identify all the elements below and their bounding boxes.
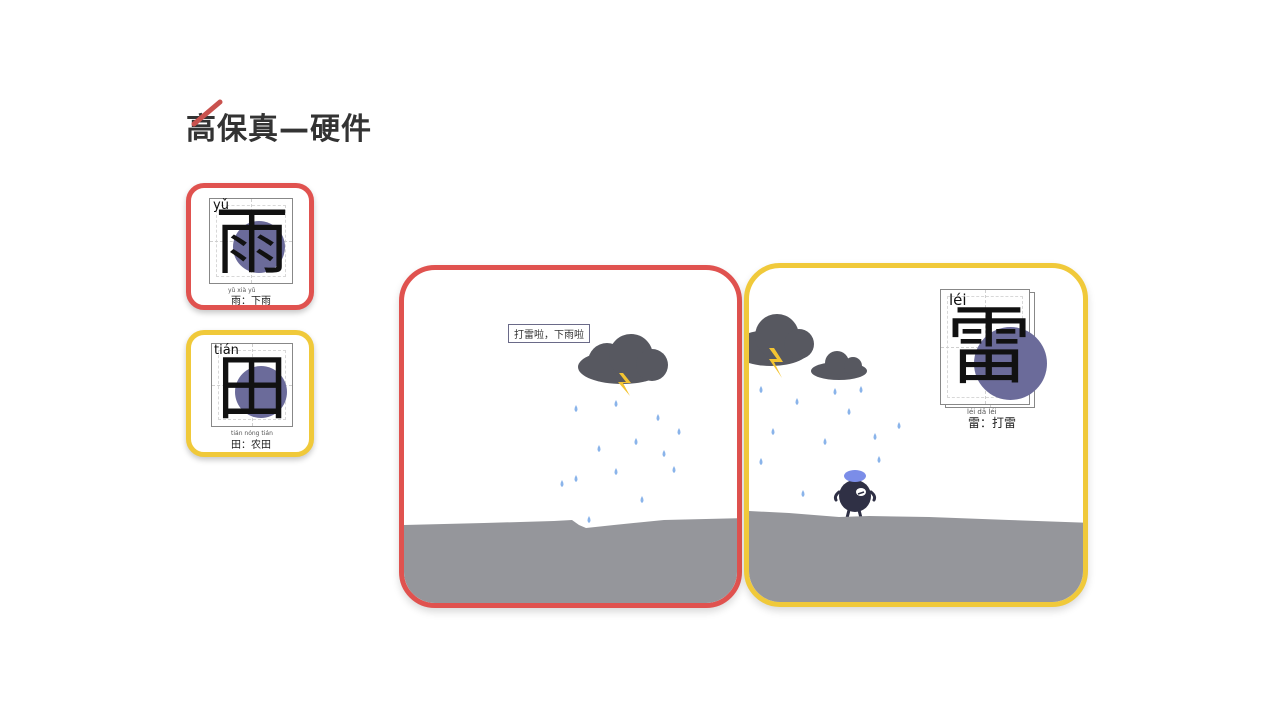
character-glyph: 雨	[215, 199, 289, 285]
word-pinyin: yǔ xià yǔ	[228, 287, 256, 294]
pen-stroke-icon	[191, 99, 223, 127]
scene-frame-thunder[interactable]	[744, 263, 1088, 607]
word-pinyin: tián nóng tián	[231, 430, 273, 437]
character-pinyin: tián	[214, 343, 239, 358]
word-pinyin: léi dǎ léi	[967, 408, 997, 416]
tianzige-grid: 田 tián	[211, 343, 293, 427]
lightning-icon	[769, 348, 783, 378]
character-pinyin: léi	[949, 291, 967, 309]
character-pinyin: yǔ	[213, 198, 229, 213]
highlight-circle	[235, 366, 287, 418]
highlight-circle	[974, 327, 1047, 400]
character-card-yu[interactable]: 雨 yǔ yǔ xià yǔ 雨：下雨	[186, 183, 314, 310]
page-title: 高保真—硬件	[186, 112, 372, 147]
lightning-icon	[618, 373, 631, 396]
scene-frame-rain[interactable]: 打雷啦，下雨啦	[399, 265, 742, 608]
character-card-lei-content: 雷 léi	[940, 289, 1047, 405]
ground	[749, 511, 1083, 602]
rain-scene-illustration	[404, 334, 737, 603]
word-example: 田：农田	[231, 440, 271, 451]
thunder-scene-illustration	[749, 314, 1083, 602]
tianzige-grid: 雨 yǔ	[209, 198, 293, 284]
rain-drop-icon	[560, 400, 681, 523]
rain-drop-icon	[759, 386, 901, 497]
character-card-tian[interactable]: 田 tián tián nóng tián 田：农田	[186, 330, 314, 457]
tianzige-grid: 雷 léi	[940, 289, 1047, 405]
word-example: 雨：下雨	[231, 296, 271, 307]
character-figure-icon	[833, 470, 877, 524]
cloud-icon	[749, 314, 814, 366]
word-example: 雷：打雷	[967, 416, 1016, 430]
character-glyph: 雷	[946, 297, 1032, 397]
cloud-icon	[578, 334, 668, 384]
cloud-icon	[811, 351, 867, 380]
highlight-circle	[233, 221, 285, 273]
ground	[404, 518, 737, 603]
speech-bubble: 打雷啦，下雨啦	[508, 324, 590, 343]
character-glyph: 田	[215, 346, 288, 430]
